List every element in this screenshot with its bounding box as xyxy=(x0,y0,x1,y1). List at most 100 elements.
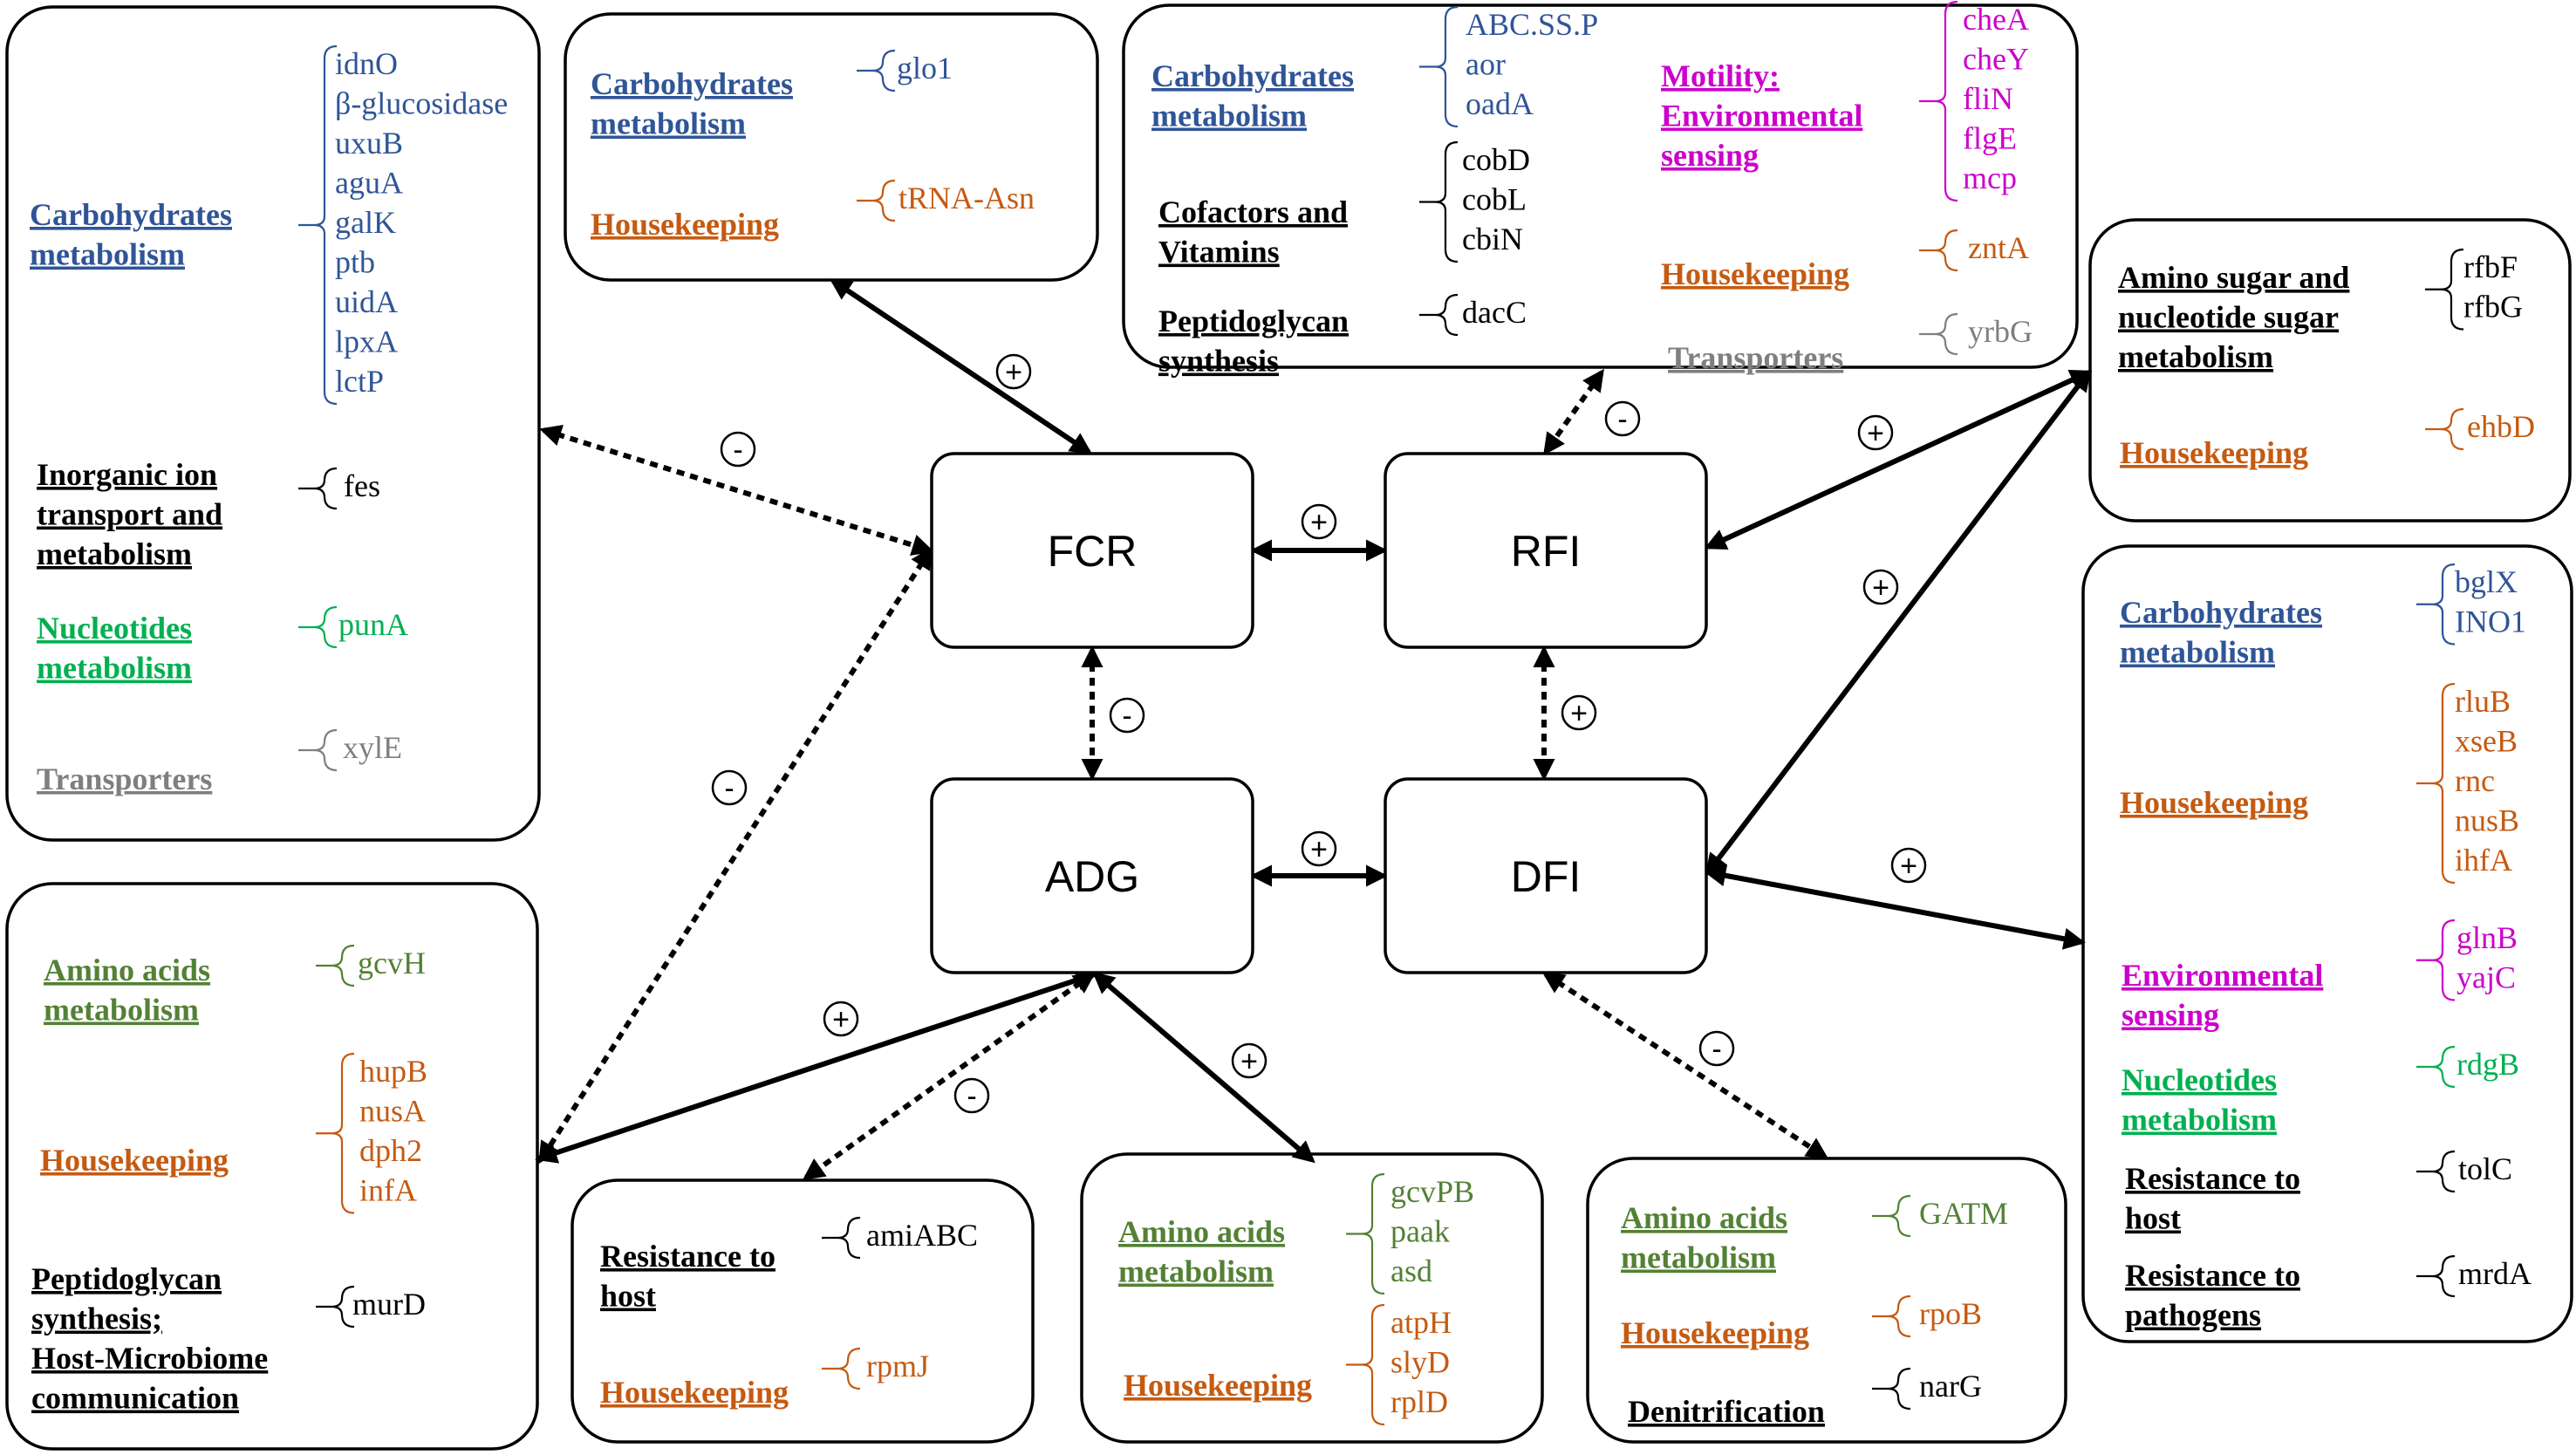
category-label-line: Motility: xyxy=(1661,58,1780,93)
gene-label: cheA xyxy=(1963,2,2029,37)
gene-label: aguA xyxy=(335,166,403,201)
category-label-line: metabolism xyxy=(44,993,199,1028)
category-b3-4: Housekeeping zntA xyxy=(1661,229,2029,291)
gene-label: cobD xyxy=(1462,142,1530,177)
category-label-line: pathogens xyxy=(2125,1298,2261,1333)
sign-rfi_dfi: + xyxy=(1561,694,1597,731)
category-label-line: Housekeeping xyxy=(1621,1315,1809,1350)
edge-adg_bottomright xyxy=(1092,971,1315,1164)
edge-rfi_top xyxy=(1543,368,1604,456)
category-label-line: Housekeeping xyxy=(1661,256,1849,291)
category-label-line: Transporters xyxy=(37,762,212,796)
category-label-line: Resistance to xyxy=(2125,1258,2300,1293)
sign-symbol: + xyxy=(1570,697,1588,730)
category-b4-0: Amino sugar and nucleotide sugar metabolis… xyxy=(2118,248,2523,374)
gene-label: atpH xyxy=(1390,1305,1452,1340)
gene-label: xylE xyxy=(343,730,402,765)
category-label-line: metabolism xyxy=(30,237,185,272)
category-label-line: nucleotide sugar xyxy=(2118,300,2339,335)
category-label-line: metabolism xyxy=(1118,1254,1274,1289)
sign-adg_bottomright: + xyxy=(1231,1042,1268,1079)
gene-label: rdgB xyxy=(2456,1047,2519,1082)
category-label-line: Carbohydrates xyxy=(30,197,232,232)
gene-label: tRNA-Asn xyxy=(899,181,1035,215)
category-label-line: synthesis; xyxy=(31,1301,162,1336)
edge-fcr_top xyxy=(829,278,1093,454)
sign-rfi_right: + xyxy=(1857,414,1894,451)
gene-label: amiABC xyxy=(866,1218,978,1253)
node-fcr-label: FCR xyxy=(1048,527,1138,576)
sign-fcr_left: - xyxy=(720,431,756,468)
sign-symbol: + xyxy=(1240,1045,1258,1078)
gene-label: ABC.SS.P xyxy=(1466,7,1598,42)
sign-rfi_top: - xyxy=(1604,400,1641,437)
gene-label: yajC xyxy=(2456,960,2516,995)
gene-label: rfbG xyxy=(2463,290,2523,324)
category-label-line: Housekeeping xyxy=(40,1143,229,1178)
gene-label: punA xyxy=(338,607,408,642)
category-label-line: Amino sugar and xyxy=(2118,260,2349,295)
gene-label: nusB xyxy=(2455,803,2519,838)
gene-label: ptb xyxy=(335,245,375,280)
category-label-line: Housekeeping xyxy=(2120,785,2308,820)
gene-label: lctP xyxy=(335,364,384,399)
gene-label: rplD xyxy=(1390,1384,1448,1419)
gene-label: uxuB xyxy=(335,126,403,161)
sign-symbol: - xyxy=(1122,700,1131,733)
edge-rfi_right xyxy=(1704,369,2093,550)
gene-label: murD xyxy=(352,1287,426,1322)
edge-dfi_bottom xyxy=(1541,972,1829,1159)
edge-fcr_bottomleft xyxy=(538,546,933,1165)
category-b3-3: Motility:EnvironmentalsensingcheAcheYfli… xyxy=(1661,0,2029,202)
category-b8-1: Housekeeping atpH slyD rplD xyxy=(1124,1303,1452,1426)
group-box-b3 xyxy=(1122,3,2079,369)
edge-adg_bottommid xyxy=(802,972,1097,1180)
sign-symbol: + xyxy=(1867,417,1884,450)
category-label-line: Housekeeping xyxy=(1124,1368,1312,1403)
category-label-line: Nucleotides xyxy=(37,611,192,646)
sign-symbol: + xyxy=(1872,571,1889,605)
gene-label: glo1 xyxy=(897,51,953,85)
category-b3-5: Transporters yrbG xyxy=(1668,312,2033,375)
sign-symbol: - xyxy=(1712,1033,1721,1066)
category-label-line: Transporters xyxy=(1668,340,1843,375)
category-label-line: Amino acids xyxy=(44,953,210,987)
category-label-line: Cofactors and xyxy=(1158,195,1348,229)
gene-label: zntA xyxy=(1968,230,2029,265)
gene-label: uidA xyxy=(335,284,398,319)
sign-adg_dfi: + xyxy=(1301,830,1337,867)
category-label-line: metabolism xyxy=(2120,635,2275,670)
category-b1-0: CarbohydratesmetabolismidnOβ-glucosidase… xyxy=(30,44,508,406)
category-label-line: Nucleotides xyxy=(2122,1062,2277,1097)
category-label-line: Resistance to xyxy=(600,1239,776,1274)
gene-label: infA xyxy=(359,1173,417,1208)
category-b5-3: Nucleotides metabolism rdgB xyxy=(2122,1045,2519,1137)
edge-fcr_left xyxy=(539,424,934,557)
node-dfi-label: DFI xyxy=(1511,852,1582,901)
category-label-line: metabolism xyxy=(2122,1103,2277,1137)
sign-symbol: + xyxy=(832,1003,850,1036)
category-label-line: metabolism xyxy=(2118,339,2273,374)
sign-symbol: + xyxy=(1310,506,1328,539)
gene-label: gcvPB xyxy=(1390,1174,1474,1209)
category-label-line: communication xyxy=(31,1381,239,1416)
gene-label: slyD xyxy=(1390,1345,1450,1380)
gene-label: yrbG xyxy=(1968,314,2033,349)
node-rfi-box xyxy=(1384,452,1708,649)
gene-label: aor xyxy=(1466,47,1506,82)
category-label-line: sensing xyxy=(2122,998,2219,1033)
gene-label: bglX xyxy=(2455,564,2518,599)
sign-symbol: + xyxy=(1005,356,1022,389)
